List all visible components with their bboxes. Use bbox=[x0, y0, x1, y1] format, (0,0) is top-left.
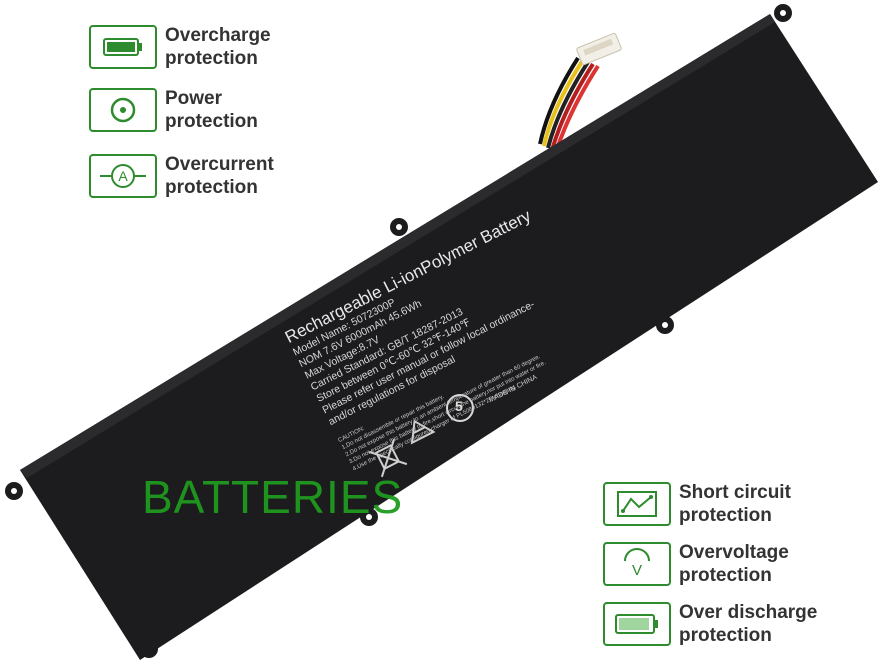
feature-short-circuit: Short circuit protection bbox=[603, 481, 791, 527]
battery-body bbox=[20, 14, 878, 660]
feature-overcharge: Overcharge protection bbox=[89, 24, 271, 70]
crossed-bin-icon bbox=[368, 438, 408, 478]
feature-overvoltage: V Overvoltage protection bbox=[603, 541, 789, 587]
feature-label: Overvoltage protection bbox=[679, 542, 789, 586]
feature-label: Short circuit protection bbox=[679, 482, 791, 526]
watermark-text: BATTERIES bbox=[142, 471, 404, 523]
feature-overcurrent: A Overcurrent protection bbox=[89, 153, 274, 199]
recycle-icon bbox=[410, 419, 436, 445]
svg-text:V: V bbox=[632, 562, 642, 579]
voltmeter-icon: V bbox=[603, 542, 671, 586]
recycle-number: 5 bbox=[455, 398, 463, 414]
feature-label: Over discharge protection bbox=[679, 602, 818, 646]
feature-power: Power protection bbox=[89, 87, 258, 133]
power-target-icon bbox=[89, 88, 157, 132]
recycle-number-icon bbox=[446, 394, 474, 422]
svg-text:A: A bbox=[118, 168, 128, 184]
battery-full-icon bbox=[89, 25, 157, 69]
feature-label: Power protection bbox=[165, 88, 258, 132]
circuit-board-icon bbox=[603, 482, 671, 526]
ammeter-icon: A bbox=[89, 154, 157, 198]
feature-label: Overcharge protection bbox=[165, 25, 271, 69]
feature-over-discharge: Over discharge protection bbox=[603, 601, 817, 647]
feature-label: Overcurrent protection bbox=[165, 154, 274, 198]
battery-low-icon bbox=[603, 602, 671, 646]
